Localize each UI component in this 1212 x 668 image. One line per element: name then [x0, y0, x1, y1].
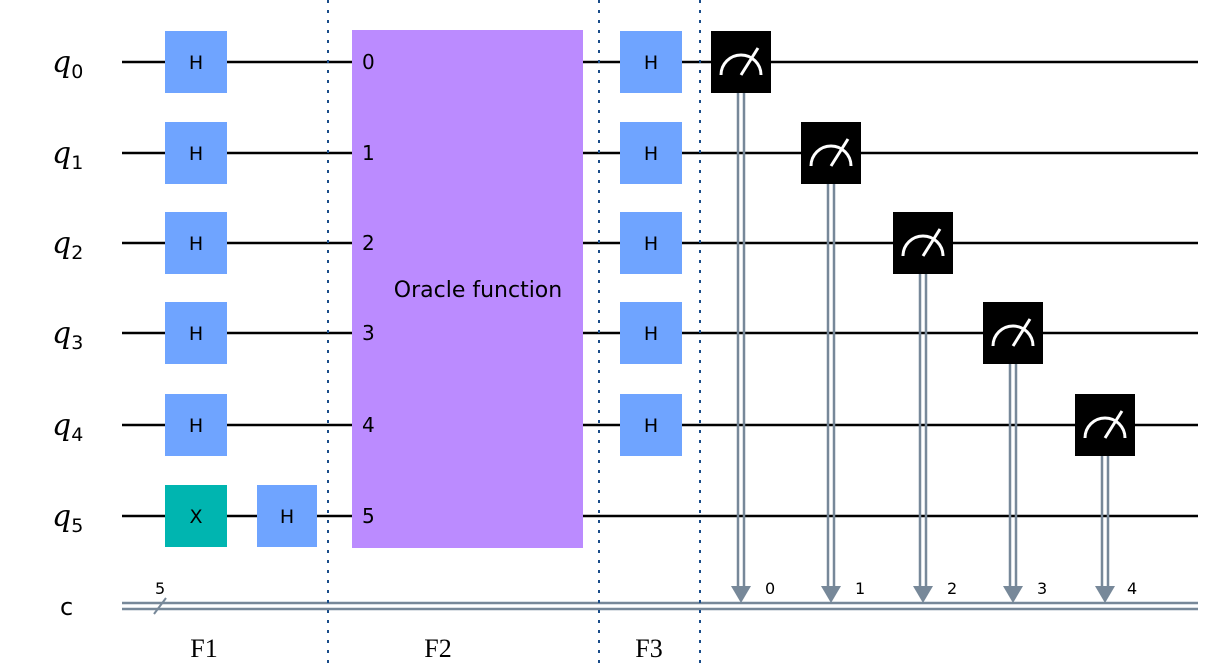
meter-icon [809, 144, 853, 167]
meter-icon [901, 234, 945, 257]
section-label-f1: F1 [190, 634, 217, 663]
h-gate-label: H [644, 52, 658, 74]
qubit-label-q0: q0 [52, 45, 83, 83]
h-gate-label: H [189, 52, 203, 74]
h-gate-q2 [165, 212, 227, 274]
h-gate-f3-q1 [620, 122, 682, 184]
meter-icon [991, 324, 1035, 347]
measure-bit-label: 3 [1037, 579, 1047, 598]
barriers [327, 0, 701, 668]
register-width-label: 5 [155, 579, 165, 598]
arrow-down-icon [1003, 586, 1023, 603]
classical-register-label: c [60, 593, 73, 621]
arrow-down-icon [731, 586, 751, 603]
h-gate-label: H [280, 506, 294, 528]
h-gate-label: H [189, 323, 203, 345]
h-gate-label: H [644, 323, 658, 345]
h-gate-q4 [165, 394, 227, 456]
qubit-label-q1: q1 [52, 136, 83, 174]
section-label-f3: F3 [635, 634, 662, 663]
oracle-pin-4: 4 [362, 413, 375, 437]
h-gate-label: H [644, 233, 658, 255]
f3-gates: H H H H H [620, 31, 682, 456]
meter-icon [1083, 416, 1127, 439]
measurement-q1: 1 [801, 122, 865, 603]
oracle-label: Oracle function [394, 278, 562, 303]
h-gate-f3-q2 [620, 212, 682, 274]
h-gate-q1 [165, 122, 227, 184]
section-labels: F1 F2 F3 [190, 634, 662, 663]
h-gate-f3-q4 [620, 394, 682, 456]
h-gate-label: H [644, 415, 658, 437]
h-gate-f3-q3 [620, 302, 682, 364]
register-width-slash [153, 597, 167, 615]
h-gate-label: H [189, 143, 203, 165]
qubit-label-q5: q5 [52, 499, 83, 537]
x-gate-label: X [189, 506, 202, 528]
measure-bit-label: 1 [855, 579, 865, 598]
measurement-q3: 3 [983, 302, 1047, 603]
h-gate-label: H [644, 143, 658, 165]
f1-gates: H H H H H X H [165, 31, 317, 547]
measure-box [893, 212, 953, 274]
measurements: 0 1 2 3 [711, 31, 1137, 603]
arrow-down-icon [1095, 586, 1115, 603]
oracle-box [352, 30, 583, 548]
measure-bit-label: 4 [1127, 579, 1137, 598]
measure-bit-label: 0 [765, 579, 775, 598]
h-gate-label: H [189, 233, 203, 255]
oracle-pin-1: 1 [362, 141, 375, 165]
h-gate-label: H [189, 415, 203, 437]
h-gate-q0 [165, 31, 227, 93]
h-gate-f3-q0 [620, 31, 682, 93]
section-label-f2: F2 [424, 634, 451, 663]
qubit-label-q3: q3 [52, 316, 83, 354]
x-gate-q5 [165, 485, 227, 547]
qubit-labels: q0 q1 q2 q3 q4 q5 c [52, 45, 83, 621]
measure-bit-label: 2 [947, 579, 957, 598]
measure-box [801, 122, 861, 184]
arrow-down-icon [821, 586, 841, 603]
measure-box [1075, 394, 1135, 456]
measurement-q4: 4 [1075, 394, 1137, 603]
h-gate-q5-second [257, 485, 317, 547]
oracle-block: Oracle function 0 1 2 3 4 5 [352, 30, 583, 548]
measurement-q0: 0 [711, 31, 775, 603]
measure-box [711, 31, 771, 93]
qubit-label-q4: q4 [52, 408, 83, 446]
oracle-pin-2: 2 [362, 231, 375, 255]
meter-icon [719, 53, 763, 76]
oracle-pin-5: 5 [362, 504, 375, 528]
h-gate-q3 [165, 302, 227, 364]
arrow-down-icon [913, 586, 933, 603]
classical-wire: 5 [122, 579, 1198, 615]
oracle-pin-3: 3 [362, 321, 375, 345]
measurement-q2: 2 [893, 212, 957, 603]
oracle-pin-0: 0 [362, 50, 375, 74]
measure-box [983, 302, 1043, 364]
qubit-label-q2: q2 [52, 226, 83, 264]
